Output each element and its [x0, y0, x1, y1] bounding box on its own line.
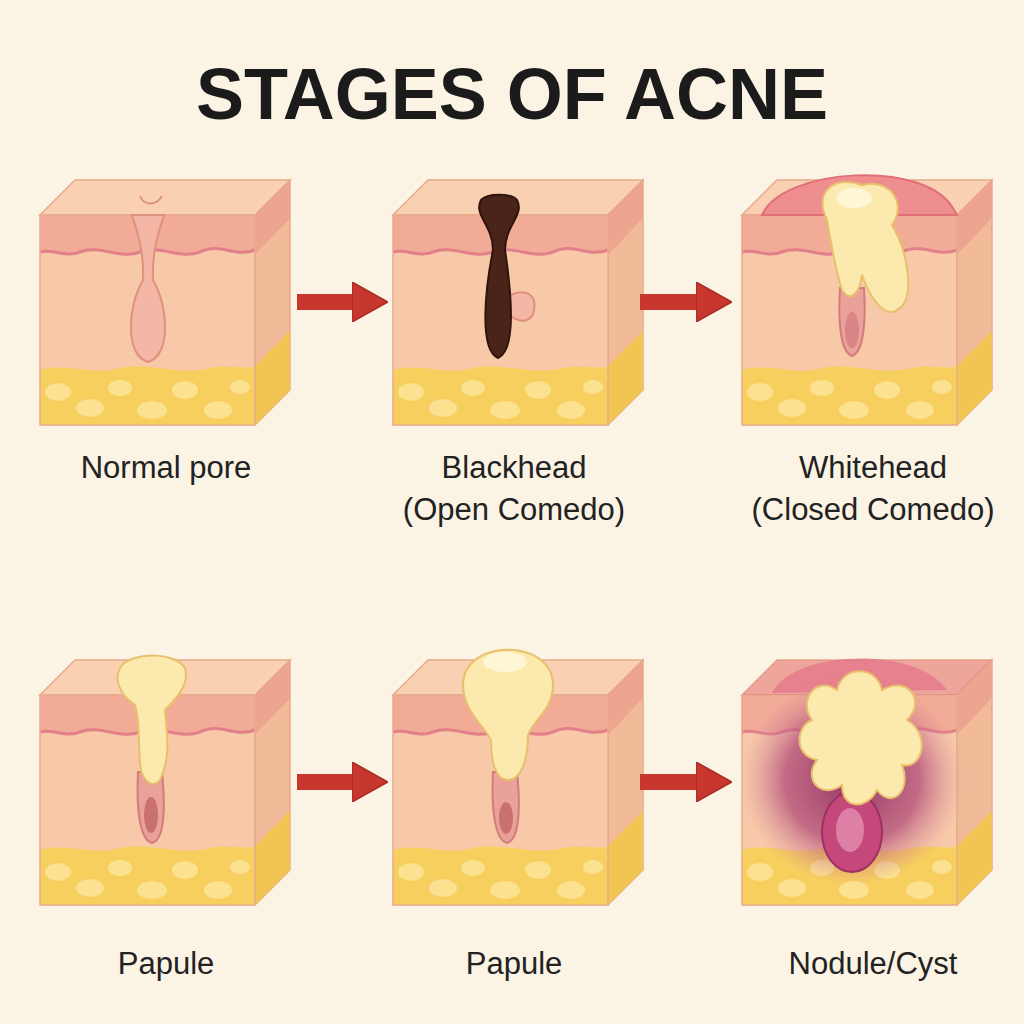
stage-label: Normal pore: [39, 447, 293, 489]
stage-panel: Blackhead (Open Comedo): [388, 175, 640, 531]
follicle-core: [499, 802, 513, 834]
stage-label: Papule: [392, 943, 636, 985]
highlight: [836, 188, 872, 208]
nodule-cyst-figure: [740, 658, 992, 905]
blackhead-plug: [479, 195, 519, 358]
stage-label: Whitehead (Closed Comedo): [751, 447, 996, 531]
stage-label: Blackhead (Open Comedo): [402, 447, 627, 531]
hair-follicle: [839, 288, 864, 356]
progression-arrow: [640, 294, 702, 310]
follicle-core: [845, 312, 859, 348]
stage-label: Papule: [39, 943, 293, 985]
papule-figure: [40, 656, 290, 905]
cyst-core: [836, 808, 864, 852]
pus-mass: [800, 671, 922, 804]
follicle-core: [144, 797, 158, 833]
stage-panel: Whitehead (Closed Comedo): [732, 175, 1014, 531]
skin-block: [393, 180, 643, 425]
hair-follicle: [131, 215, 165, 362]
sebum-mass: [118, 656, 186, 784]
progression-arrow: [297, 774, 358, 790]
papule-figure: [393, 650, 643, 905]
stage-label: Nodule/Cyst: [736, 943, 1010, 985]
normal-pore-figure: [40, 180, 290, 425]
progression-arrow: [297, 294, 358, 310]
pore-opening: [140, 196, 162, 204]
stage-panel: Nodule/Cyst: [732, 655, 1014, 985]
diagram-title: STAGES OF ACNE: [0, 52, 1024, 136]
stage-panel: Papule: [388, 655, 640, 985]
skin-block: [742, 180, 992, 425]
progression-arrow: [640, 774, 702, 790]
whitehead-figure: [742, 175, 992, 425]
raised-bump: [463, 650, 553, 780]
stage-panel: Papule: [35, 655, 297, 985]
sebum-mass: [822, 182, 908, 312]
blackhead-figure: [393, 180, 643, 425]
skin-block: [40, 180, 290, 425]
hair-follicle: [493, 772, 519, 843]
highlight: [483, 652, 527, 672]
stage-panel: Normal pore: [35, 175, 297, 489]
